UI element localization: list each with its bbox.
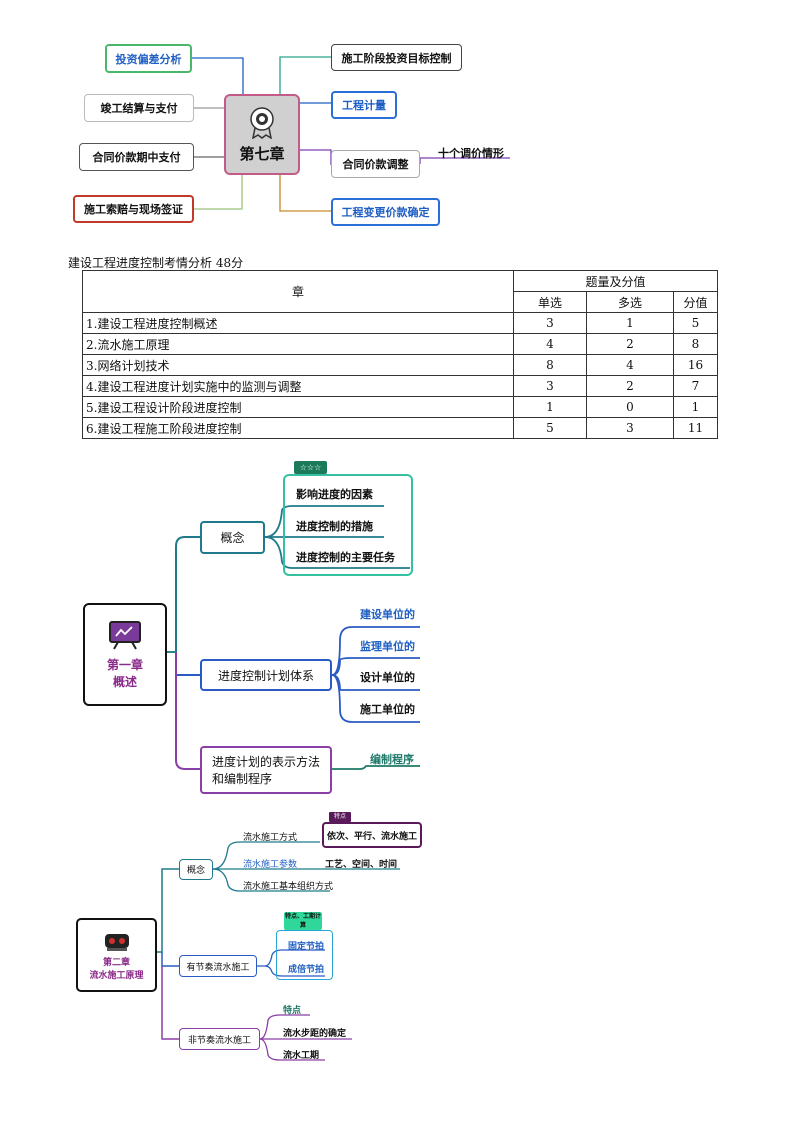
map1-concept-group	[283, 474, 413, 576]
table-row: 6.建设工程施工阶段进度控制 5 3 11	[82, 417, 718, 439]
map1-concept-item: 进度控制的主要任务	[296, 551, 395, 564]
table-caption: 建设工程进度控制考情分析 48分	[68, 256, 244, 270]
map1-plan-item: 建设单位的	[360, 608, 415, 621]
table-header-score: 分值	[673, 291, 718, 313]
map2-box-construction-modes: 依次、平行、流水施工	[322, 822, 422, 848]
row-single: 5	[513, 417, 587, 439]
construction-machine-icon	[104, 933, 129, 951]
row-score: 7	[673, 375, 718, 397]
row-single: 3	[513, 312, 587, 334]
map1-concept-item: 影响进度的因素	[296, 488, 373, 501]
map2-rhythmic-item: 成倍节拍	[288, 965, 325, 975]
row-name: 1.建设工程进度控制概述	[82, 312, 514, 334]
row-multi: 1	[586, 312, 674, 334]
presentation-board-icon	[109, 620, 141, 649]
map1-center-card: 第一章 概述	[83, 603, 167, 706]
table-row: 4.建设工程进度计划实施中的监测与调整 3 2 7	[82, 375, 718, 397]
row-name: 2.流水施工原理	[82, 333, 514, 355]
row-score: 8	[673, 333, 718, 355]
map7-center-card: 第七章	[224, 94, 300, 175]
map7-center-title: 第七章	[239, 145, 285, 163]
table-header-single: 单选	[513, 291, 587, 313]
row-multi: 3	[586, 417, 674, 439]
map7-node-price-adjustment: 合同价款调整	[331, 150, 420, 178]
table-header-row: 章 题量及分值	[82, 270, 718, 313]
row-score: 1	[673, 396, 718, 418]
row-score: 5	[673, 312, 718, 334]
map7-node-target-control: 施工阶段投资目标控制	[331, 44, 462, 71]
map2-param-types: 工艺、空间、时间	[325, 860, 398, 870]
row-name: 3.网络计划技术	[82, 354, 514, 376]
table-row: 1.建设工程进度控制概述 3 1 5	[82, 312, 718, 334]
map1-node-plan-system: 进度控制计划体系	[200, 659, 332, 691]
map7-sub-adjust-cases: 十个调价情形	[438, 147, 504, 160]
map2-center-line2: 流水施工原理	[89, 970, 144, 981]
map1-plan-item: 设计单位的	[360, 671, 415, 684]
map1-plan-item: 监理单位的	[360, 640, 415, 653]
row-multi: 2	[586, 333, 674, 355]
table-header-multi: 多选	[586, 291, 674, 313]
map7-node-interim-payment: 合同价款期中支付	[79, 143, 194, 171]
map1-concept-item: 进度控制的措施	[296, 520, 373, 533]
certificate-icon	[250, 107, 274, 139]
row-multi: 2	[586, 375, 674, 397]
map2-node-rhythmic: 有节奏流水施工	[179, 955, 257, 977]
map2-tag-feature: 特点	[329, 812, 351, 822]
map7-node-measurement: 工程计量	[331, 91, 397, 119]
row-single: 4	[513, 333, 587, 355]
table-row: 2.流水施工原理 4 2 8	[82, 333, 718, 355]
map7-node-completion-settlement: 竣工结算与支付	[84, 94, 194, 122]
map2-non-rhythmic-item: 特点	[283, 1006, 302, 1016]
map7-node-change-pricing: 工程变更价款确定	[331, 198, 440, 226]
row-name: 6.建设工程施工阶段进度控制	[82, 417, 514, 439]
table-row: 3.网络计划技术 8 4 16	[82, 354, 718, 376]
map7-node-investment-deviation: 投资偏差分析	[105, 44, 192, 73]
map1-center-line1: 第一章	[106, 657, 143, 672]
map1-star-tag: ☆☆☆	[294, 461, 327, 474]
row-multi: 0	[586, 396, 674, 418]
row-name: 4.建设工程进度计划实施中的监测与调整	[82, 375, 514, 397]
map2-concept-item: 流水施工参数	[243, 860, 298, 870]
row-single: 3	[513, 375, 587, 397]
row-single: 8	[513, 354, 587, 376]
map2-concept-item: 流水施工基本组织方式	[243, 882, 334, 892]
table-header-chapter: 章	[82, 270, 514, 313]
map7-connectors	[192, 56, 510, 212]
row-score: 11	[673, 417, 718, 439]
map1-node-concept: 概念	[200, 521, 265, 554]
map1-representation-line1: 进度计划的表示方法	[212, 755, 321, 769]
map1-center-line2: 概述	[112, 674, 137, 689]
map1-node-representation: 进度计划的表示方法 和编制程序	[200, 746, 332, 794]
row-single: 1	[513, 396, 587, 418]
map1-representation-line2: 和编制程序	[212, 772, 273, 786]
map2-node-non-rhythmic: 非节奏流水施工	[179, 1028, 260, 1050]
map2-concept-item: 流水施工方式	[243, 833, 298, 843]
map2-tag-rhythmic: 特点、工期计算	[284, 912, 322, 930]
table-header-group: 题量及分值	[513, 270, 718, 292]
map1-plan-item: 施工单位的	[360, 703, 415, 716]
map2-non-rhythmic-item: 流水工期	[283, 1051, 320, 1061]
table-subheader-row: 单选 多选 分值	[83, 291, 718, 313]
map2-rhythmic-item: 固定节拍	[288, 942, 325, 952]
map2-center-line1: 第二章	[102, 957, 130, 968]
stats-table: 章 题量及分值 单选 多选 分值 1.建设工程进度控制概述 3 1 5 2.流水…	[82, 270, 718, 439]
map2-center-card: 第二章 流水施工原理	[76, 918, 157, 992]
map2-non-rhythmic-item: 流水步距的确定	[283, 1029, 347, 1039]
map2-rhythmic-group	[276, 930, 333, 980]
map7-node-claims: 施工索赔与现场签证	[73, 195, 194, 223]
row-multi: 4	[586, 354, 674, 376]
table-row: 5.建设工程设计阶段进度控制 1 0 1	[82, 396, 718, 418]
row-score: 16	[673, 354, 718, 376]
map1-representation-item: 编制程序	[370, 753, 414, 766]
row-name: 5.建设工程设计阶段进度控制	[82, 396, 514, 418]
map2-node-concept: 概念	[179, 859, 213, 880]
